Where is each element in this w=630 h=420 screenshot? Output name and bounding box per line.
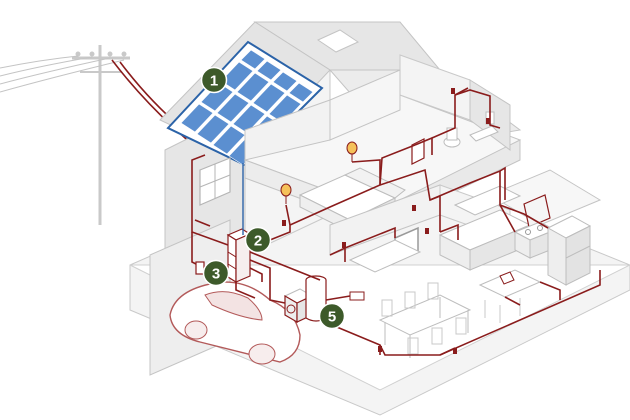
- washer-dryer: [349, 291, 365, 301]
- skylight: [316, 29, 360, 53]
- refrigerator: [546, 215, 592, 286]
- electric-car: [169, 281, 301, 365]
- lamp-right: [346, 141, 358, 162]
- dining-chairs: [381, 282, 467, 355]
- badge-1-circle: [200, 66, 228, 94]
- lamp-left: [280, 183, 292, 204]
- utility-pole: [0, 45, 130, 225]
- badge-3-label: 3: [212, 266, 220, 283]
- laptop: [499, 271, 515, 285]
- badge-3-circle: [202, 259, 230, 287]
- badge-2-circle: [244, 226, 272, 254]
- badge-2: 2: [244, 226, 272, 254]
- circuit-outlets: [282, 88, 490, 354]
- badge-3: 3: [202, 259, 230, 287]
- dining-table: [378, 294, 472, 358]
- badge-1: 1: [200, 66, 228, 94]
- badge-5-circle: [318, 302, 346, 330]
- heat-pump: [283, 288, 314, 324]
- household-circuits: [191, 87, 601, 356]
- coffee-table: [348, 239, 422, 273]
- badge-5-label: 5: [328, 309, 336, 326]
- badge-5: 5: [318, 302, 346, 330]
- bar-stools: [484, 298, 521, 323]
- badge-1-label: 1: [210, 73, 218, 90]
- microwave: [523, 194, 551, 228]
- badge-2-label: 2: [254, 233, 262, 250]
- house-window: [199, 157, 231, 206]
- toilet: [443, 127, 461, 148]
